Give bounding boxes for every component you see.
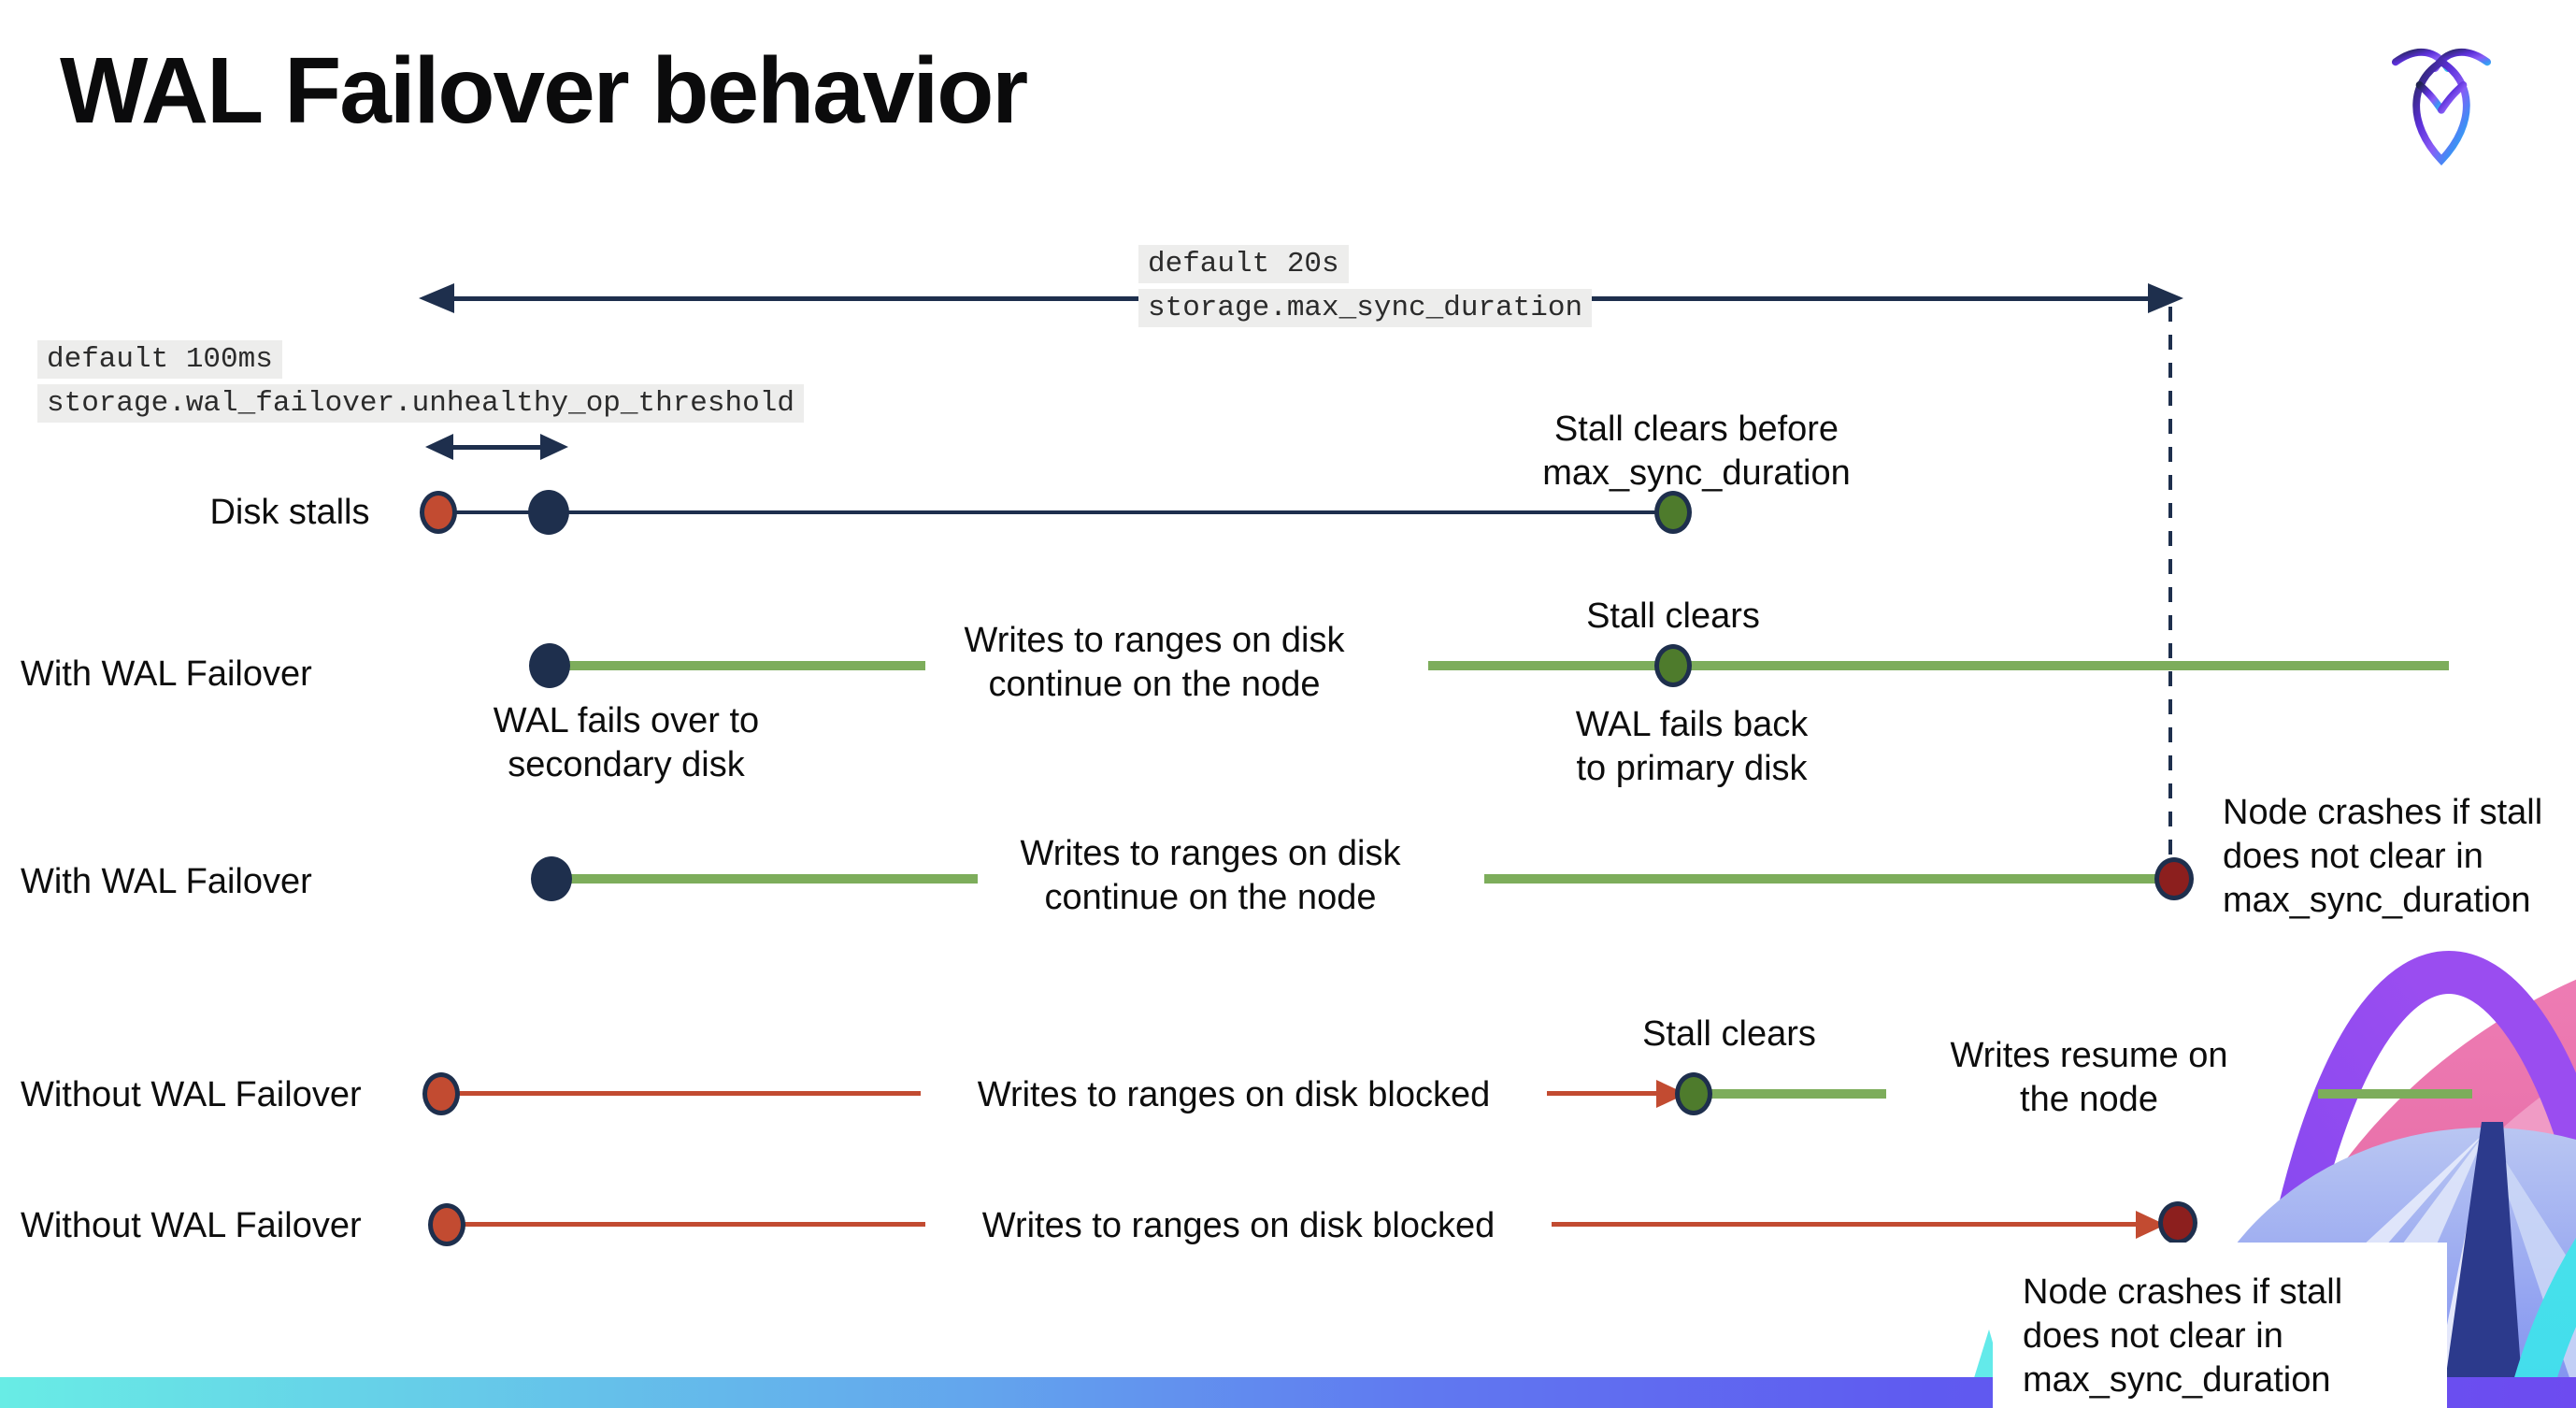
stall-clears-dot-row4	[1675, 1072, 1712, 1115]
note-stall-clears-row2: Stall clears	[1586, 596, 1760, 636]
row-label-with-wal-failover-1: With WAL Failover	[21, 654, 312, 694]
note-wal-fails-back: WAL fails back to primary disk	[1575, 705, 1809, 788]
stall-start-dot-row5	[428, 1203, 465, 1246]
unhealthy-op-setting-name: storage.wal_failover.unhealthy_op_thresh…	[37, 384, 804, 423]
max-sync-default-value: default 20s	[1138, 245, 1349, 283]
row-label-without-wal-failover-2: Without WAL Failover	[21, 1206, 362, 1245]
blocked-arrow-line-row5	[1552, 1222, 2145, 1227]
max-sync-arrowhead-left-icon	[419, 283, 454, 313]
stall-clears-dot-row2	[1654, 644, 1692, 687]
stall-clears-dot-row1	[1654, 491, 1692, 534]
row-label-with-wal-failover-2: With WAL Failover	[21, 862, 312, 901]
note-wal-fails-over: WAL fails over to secondary disk	[493, 701, 760, 784]
note-stall-clears-row4: Stall clears	[1642, 1014, 1816, 1054]
node-crash-dot-row5	[2158, 1201, 2197, 1244]
max-sync-duration-label: default 20s storage.max_sync_duration	[1138, 245, 1593, 327]
note-node-crashes-row5: Node crashes if stall does not clear in …	[2023, 1272, 2343, 1400]
stall-start-dot-row4	[422, 1072, 460, 1115]
disk-stall-start-dot	[420, 491, 457, 534]
failover-dot-row3	[531, 856, 572, 901]
node-crash-dot-row3	[2154, 857, 2194, 900]
page-title: WAL Failover behavior	[60, 38, 1028, 143]
writes-continue2-line-a	[563, 874, 978, 884]
writes-resume-line-a	[1707, 1089, 1886, 1099]
disk-stalls-timeline	[438, 510, 1673, 514]
blocked-arrow-line-row4	[1547, 1091, 1666, 1096]
writes-continue2-line-b	[1484, 874, 2172, 884]
threshold-arrowhead-left-icon	[425, 434, 453, 460]
writes-resume-line-b	[2318, 1089, 2472, 1099]
unhealthy-op-default-value: default 100ms	[37, 340, 282, 379]
note-writes-blocked-1: Writes to ranges on disk blocked	[977, 1075, 1491, 1114]
threshold-span-line	[447, 445, 545, 450]
writes-continue-line-a	[561, 661, 925, 670]
writes-blocked-line-row4	[458, 1091, 921, 1096]
note-writes-continue-2: Writes to ranges on disk continue on the…	[1020, 834, 1401, 917]
row-label-without-wal-failover-1: Without WAL Failover	[21, 1075, 362, 1114]
max-sync-setting-name: storage.max_sync_duration	[1138, 289, 1593, 327]
failover-dot-row2	[529, 643, 570, 688]
note-writes-continue-1: Writes to ranges on disk continue on the…	[964, 621, 1345, 704]
note-writes-blocked-2: Writes to ranges on disk blocked	[981, 1206, 1496, 1245]
note-stall-clears-before: Stall clears before max_sync_duration	[1542, 409, 1851, 493]
threshold-arrowhead-right-icon	[540, 434, 568, 460]
cockroachdb-logo-icon	[2391, 48, 2492, 165]
note-node-crashes-row3: Node crashes if stall does not clear in …	[2223, 793, 2543, 920]
threshold-reached-dot	[528, 490, 569, 535]
max-sync-arrowhead-right-icon	[2148, 283, 2183, 313]
unhealthy-op-threshold-label: default 100ms storage.wal_failover.unhea…	[37, 340, 804, 423]
row-label-disk-stalls: Disk stalls	[209, 493, 370, 532]
writes-continue-line-b	[1428, 661, 2449, 670]
note-writes-resume: Writes resume on the node	[1950, 1036, 2228, 1119]
node-crashes-note-box: Node crashes if stall does not clear in …	[1993, 1243, 2447, 1408]
writes-blocked-line-row5	[464, 1222, 925, 1227]
max-sync-deadline-dashed-line	[2168, 307, 2172, 872]
